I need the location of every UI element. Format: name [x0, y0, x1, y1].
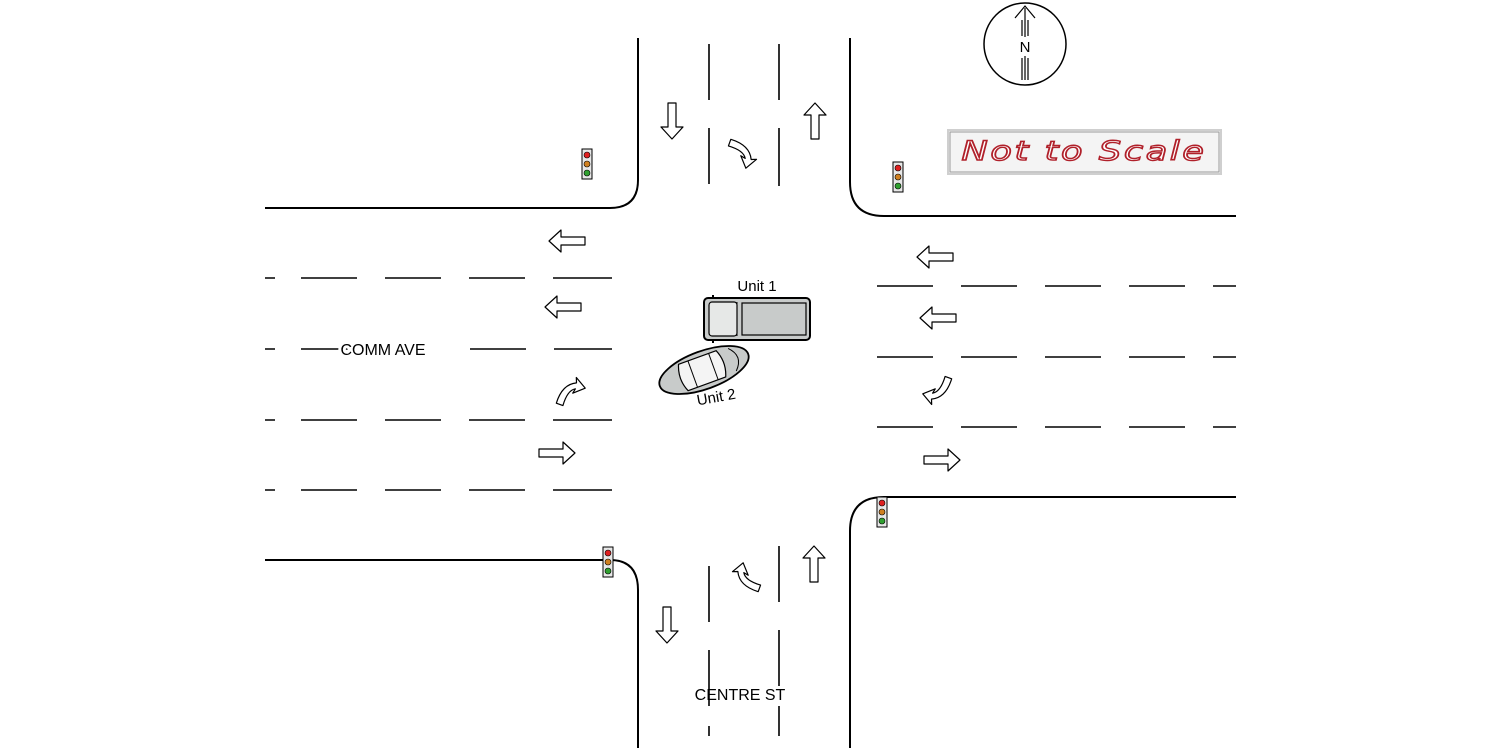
north-letter: N [1020, 39, 1031, 56]
arrow-left-icon [548, 229, 586, 253]
left-turn-arrow-icon [919, 370, 953, 409]
vehicle-unit2 [658, 345, 750, 395]
arrow-right-icon [923, 448, 961, 472]
lane-lines [265, 44, 1236, 748]
scale-note-text: Not to Scale [962, 136, 1207, 167]
arrow-right-icon [538, 441, 576, 465]
traffic-signal-icon [892, 161, 904, 193]
vehicle-unit1 [703, 295, 811, 343]
curb-northeast [849, 38, 1236, 217]
traffic-signal-icon [876, 496, 888, 528]
left-turn-arrow-icon [722, 138, 761, 172]
curb-southwest [265, 559, 639, 748]
traffic-signals [581, 148, 904, 578]
arrow-down-icon [655, 606, 679, 644]
north-arrow: N [983, 2, 1067, 86]
unit2-label: Unit 2 [695, 386, 737, 410]
arrow-up-icon [802, 545, 826, 583]
curb-southeast [849, 496, 1236, 748]
curb-northwest [265, 38, 639, 209]
arrow-left-icon [916, 245, 954, 269]
left-turn-arrow-icon [555, 373, 589, 412]
arrow-down-icon [660, 102, 684, 140]
traffic-signal-icon [602, 546, 614, 578]
unit1-label: Unit 1 [737, 278, 776, 295]
left-turn-arrow-icon [728, 559, 767, 593]
centre-st-label: CENTRE ST [695, 687, 786, 704]
arrow-up-icon [803, 102, 827, 140]
arrow-left-icon [919, 306, 957, 330]
scale-note-badge: Not to Scale [947, 129, 1222, 175]
comm-ave-label: COMM AVE [340, 342, 425, 359]
traffic-signal-icon [581, 148, 593, 180]
arrow-left-icon [544, 295, 582, 319]
